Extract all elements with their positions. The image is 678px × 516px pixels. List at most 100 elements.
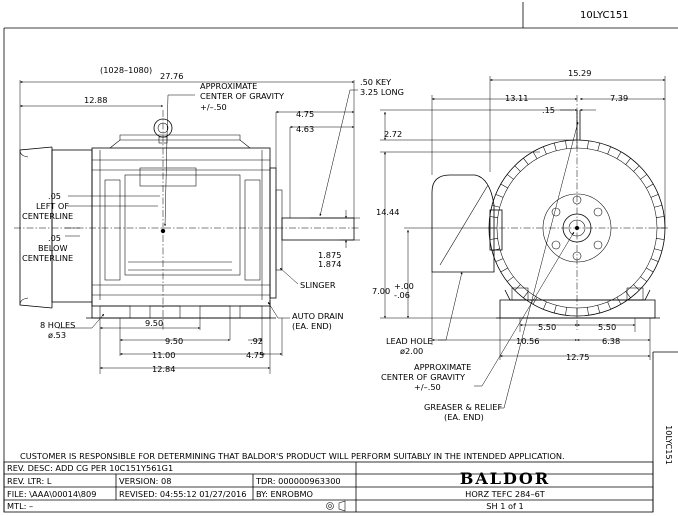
cooling-fin <box>597 305 601 314</box>
cg-offset-1-label-a: LEFT OF <box>36 201 69 211</box>
auto-drain-2: (EA. END) <box>292 321 332 331</box>
half-foot-right: 5.50 <box>598 322 616 332</box>
center-to-foot-edge: 6.38 <box>602 336 620 346</box>
side-view-dimensions <box>19 80 360 374</box>
cooling-fin <box>523 158 529 165</box>
cooling-fin <box>633 165 640 172</box>
cooling-fin <box>625 291 631 298</box>
end-cg-label-2: CENTER OF GRAVITY <box>381 372 466 382</box>
cooling-fin <box>616 151 622 159</box>
cooling-fin <box>633 284 640 291</box>
cg-offset-2-value: .05 <box>48 233 61 243</box>
baldor-logo: BALDOR <box>460 469 550 488</box>
foot-to-shoulder: 4.75 <box>246 350 264 360</box>
cooling-fin <box>491 204 500 208</box>
cooling-fin <box>607 146 611 155</box>
file: FILE: \AAA\00014\809 <box>7 489 96 499</box>
revised: REVISED: 04:55:12 01/27/2016 <box>119 489 246 499</box>
by: BY: ENROBMO <box>256 489 313 499</box>
sheet-number: SH 1 of 1 <box>486 501 523 511</box>
cg-offset-1-value: .05 <box>48 191 61 201</box>
key-label-1: .50 KEY <box>360 77 392 87</box>
cooling-fin <box>489 238 498 240</box>
foot-hole-spacing-2: 9.50 <box>165 336 183 346</box>
cooling-fin <box>543 301 547 310</box>
greaser-label-2: (EA. END) <box>444 412 484 422</box>
version: VERSION: 08 <box>119 476 171 486</box>
cooling-fin <box>587 307 589 316</box>
disclaimer: CUSTOMER IS RESPONSIBLE FOR DETERMINING … <box>20 451 565 461</box>
lead-hole-dia: ø2.00 <box>400 346 423 356</box>
cg-label-3: +/–.50 <box>200 102 227 112</box>
overall-height: 14.44 <box>376 207 399 217</box>
holes-label-2: ø.53 <box>48 330 66 340</box>
cooling-fin <box>514 165 521 172</box>
cooling-fin <box>656 238 665 240</box>
shaft-dia-1: 1.875 <box>318 250 341 260</box>
overall-length: 27.76 <box>160 71 183 81</box>
cooling-fin <box>654 204 663 208</box>
end-cg-label-3: +/–.50 <box>414 382 441 392</box>
cooling-fin <box>507 174 514 180</box>
cg-label-2: CENTER OF GRAVITY <box>200 91 285 101</box>
rev-ltr: REV. LTR: L <box>7 476 52 486</box>
slinger-label: SLINGER <box>300 280 336 290</box>
cooling-fin <box>625 158 631 165</box>
cooling-fin <box>491 248 500 252</box>
auto-drain-1: AUTO DRAIN <box>292 311 343 321</box>
cooling-fin <box>553 305 557 314</box>
end-view-motor <box>431 110 666 319</box>
key-length-dim: 4.63 <box>296 124 314 134</box>
cooling-fin <box>607 301 611 310</box>
cooling-fin <box>495 194 504 198</box>
cooling-fin <box>654 248 663 252</box>
cg-offset-2-label-b: CENTERLINE <box>22 253 73 263</box>
shaft-height-tol-plus: +.00 <box>394 281 414 291</box>
cooling-fin <box>565 307 567 316</box>
small-offset: .15 <box>542 105 555 115</box>
cooling-fin <box>553 142 557 151</box>
side-drawing-number: 10LYC151 <box>664 425 674 465</box>
half-foot-left: 5.50 <box>538 322 556 332</box>
cooling-fin <box>650 194 659 198</box>
cooling-fin <box>656 216 665 218</box>
foot-length: 11.00 <box>152 350 175 360</box>
top-offset: 2.72 <box>384 129 402 139</box>
cooling-fin <box>532 151 538 159</box>
left-to-center: 13.11 <box>505 93 528 103</box>
cg-label-1: APPROXIMATE <box>200 81 257 91</box>
product-description: HORZ TEFC 284–6T <box>465 489 546 499</box>
rev-desc: REV. DESC: ADD CG PER 10C151Y561G1 <box>7 463 173 473</box>
cooling-fin <box>650 258 659 262</box>
cooling-fin <box>523 291 529 298</box>
box-to-center: 10.56 <box>516 336 539 346</box>
side-view-motor <box>19 118 355 319</box>
cooling-fin <box>514 284 521 291</box>
end-view-fins <box>489 140 665 316</box>
foot-width: 12.75 <box>566 352 589 362</box>
cooling-fin <box>616 297 622 305</box>
tdr: TDR: 000000963300 <box>255 476 341 486</box>
greaser-label-1: GREASER & RELIEF <box>424 402 502 412</box>
shaft-height-value: 7.00 <box>372 286 390 296</box>
foot-end-offset: .92 <box>250 336 263 346</box>
cooling-fin <box>489 216 498 218</box>
cooling-fin <box>597 142 601 151</box>
title-block <box>3 461 654 513</box>
cg-offset-1-label-b: CENTERLINE <box>22 211 73 221</box>
mtl: MTL: – <box>7 501 33 511</box>
end-view-dimensions <box>380 76 666 409</box>
cooling-fin <box>507 276 514 282</box>
cg-to-rear: 12.88 <box>84 95 107 105</box>
cooling-fin <box>543 146 547 155</box>
overall-width: 15.29 <box>568 68 591 78</box>
end-cg-label-1: APPROXIMATE <box>414 362 471 372</box>
overall-length-metric: (1028–1080) <box>100 65 152 75</box>
shaft-dia-2: 1.874 <box>318 259 341 269</box>
cooling-fin <box>495 258 504 262</box>
cooling-fin <box>500 183 508 189</box>
cooling-fin <box>640 276 647 282</box>
cooling-fin <box>500 267 508 273</box>
foot-overall: 12.84 <box>152 364 175 374</box>
